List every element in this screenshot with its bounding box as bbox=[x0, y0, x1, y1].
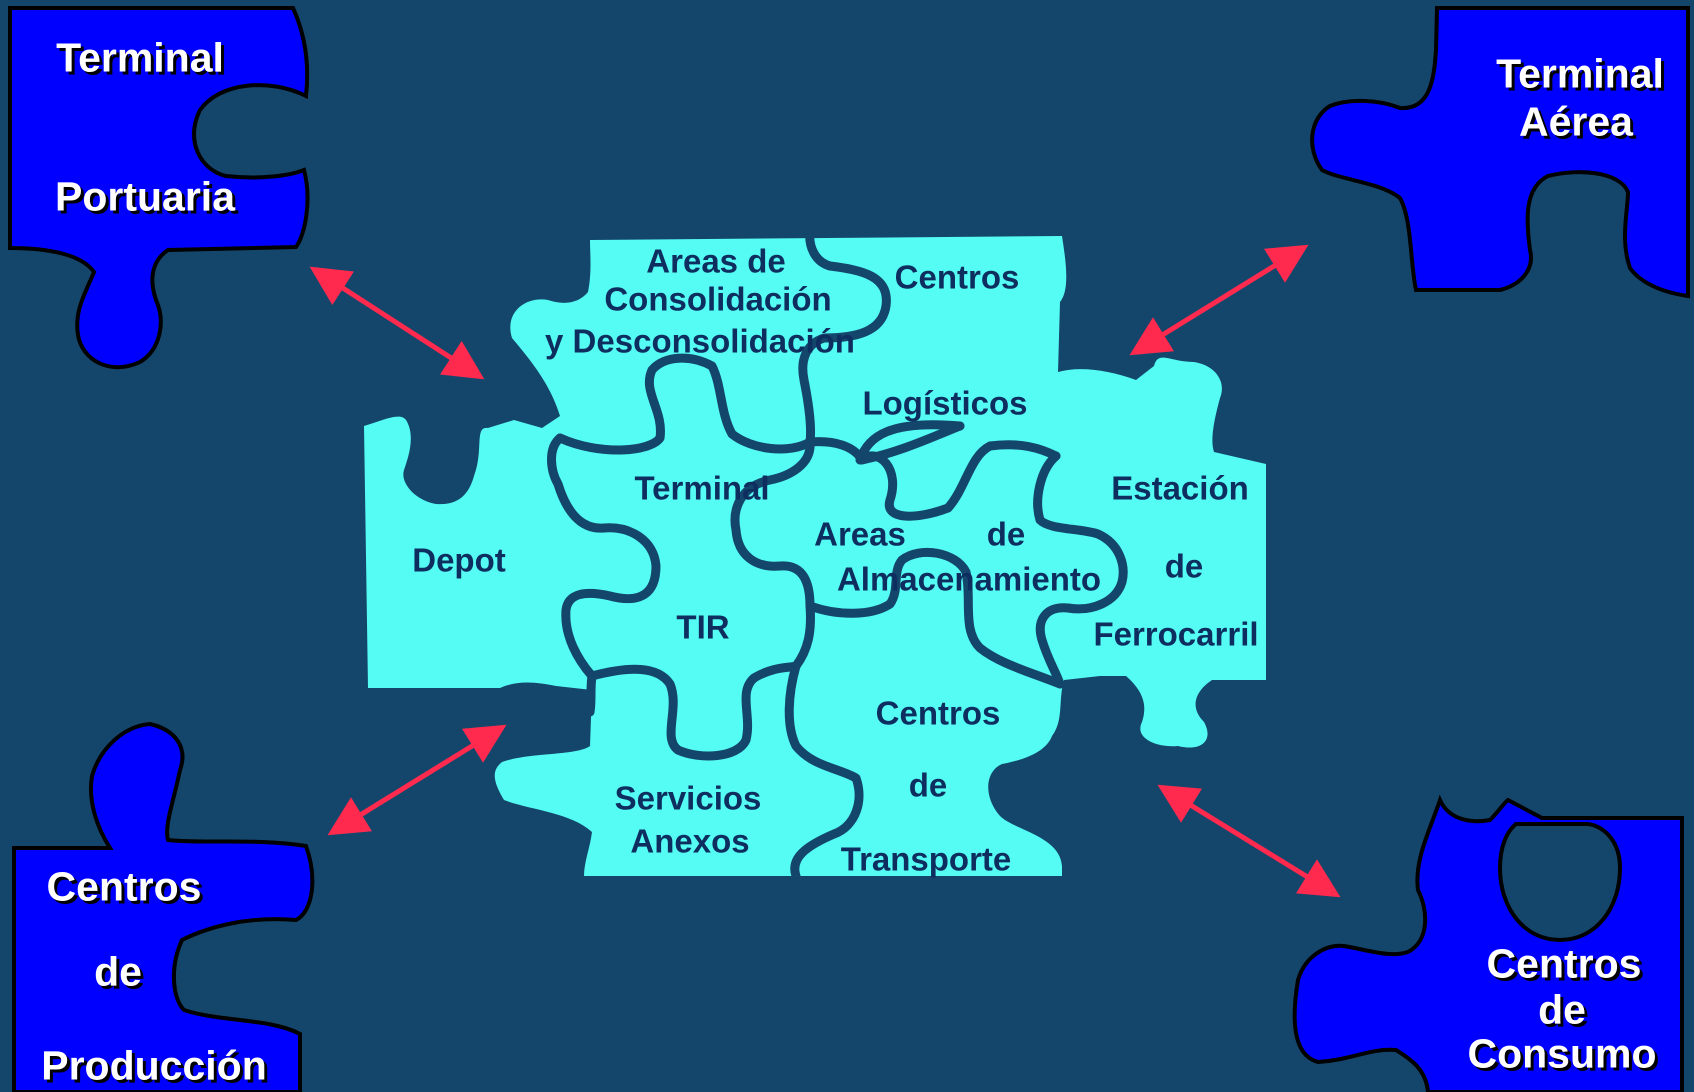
label-almacen-2: Almacenamiento bbox=[836, 560, 1102, 598]
center-puzzle bbox=[364, 225, 1266, 881]
label-centros-produccion-3: Producción bbox=[41, 1042, 267, 1089]
outer-pieces bbox=[8, 6, 1690, 1092]
label-transporte-1: Centros bbox=[875, 694, 1001, 732]
seam-logisticos-bottom bbox=[855, 420, 1061, 521]
label-centros-consumo-3: Consumo bbox=[1467, 1030, 1657, 1077]
piece-centros-consumo bbox=[1292, 794, 1684, 1092]
label-terminal-portuaria-1: Terminal bbox=[56, 34, 224, 81]
seam-tir-bottom bbox=[587, 661, 801, 761]
label-logisticos-2: Logísticos bbox=[862, 384, 1028, 422]
piece-terminal-portuaria bbox=[8, 6, 310, 370]
arrow-aerea bbox=[1129, 244, 1309, 356]
label-centros-produccion-1: Centros bbox=[46, 863, 202, 910]
seam-tir-right bbox=[730, 437, 815, 671]
label-centros-consumo-1: Centros bbox=[1486, 940, 1642, 987]
piece-centros-produccion bbox=[12, 721, 315, 1092]
label-servicios-2: Anexos bbox=[630, 822, 750, 860]
piece-terminal-aerea bbox=[1310, 6, 1690, 299]
label-consolidacion-1: Areas de bbox=[646, 242, 786, 280]
label-tir-1: Terminal bbox=[634, 469, 770, 507]
label-terminal-portuaria-2: Portuaria bbox=[55, 173, 235, 220]
label-almacen-1a: Areas bbox=[814, 515, 906, 553]
label-transporte-2: de bbox=[908, 766, 948, 804]
seam-consolidacion-right bbox=[798, 225, 891, 447]
label-consolidacion-2: Consolidación bbox=[604, 280, 832, 318]
connector-arrows bbox=[309, 244, 1341, 898]
seam-almacen-bottom bbox=[805, 547, 1065, 689]
label-servicios-1: Servicios bbox=[614, 779, 762, 817]
label-tir-2: TIR bbox=[676, 608, 730, 646]
seam-depot-right bbox=[547, 433, 661, 681]
label-transporte-3: Transporte bbox=[840, 840, 1012, 878]
arrow-consumo bbox=[1157, 784, 1341, 898]
label-ferrocarril-3: Ferrocarril bbox=[1093, 615, 1259, 653]
seam-servicios-right bbox=[784, 661, 864, 881]
label-terminal-aerea-1: Terminal bbox=[1496, 50, 1664, 97]
label-logisticos-1: Centros bbox=[894, 258, 1020, 296]
center-puzzle-base bbox=[364, 236, 1266, 876]
arrow-produccion bbox=[327, 724, 507, 836]
label-terminal-aerea-2: Aérea bbox=[1519, 98, 1633, 145]
seam-almacen-right bbox=[1033, 451, 1128, 689]
label-almacen-1b: de bbox=[986, 515, 1026, 553]
seam-servicios-top bbox=[585, 671, 597, 717]
arrow-portuaria bbox=[309, 266, 485, 380]
label-consolidacion-3: y Desconsolidación bbox=[545, 322, 855, 360]
label-centros-consumo-2: de bbox=[1538, 986, 1586, 1033]
label-centros-produccion-2: de bbox=[94, 948, 142, 995]
puzzle-seams bbox=[547, 225, 1128, 881]
label-depot: Depot bbox=[412, 541, 506, 579]
label-ferrocarril-2: de bbox=[1164, 547, 1204, 585]
label-ferrocarril-1: Estación bbox=[1111, 469, 1249, 507]
